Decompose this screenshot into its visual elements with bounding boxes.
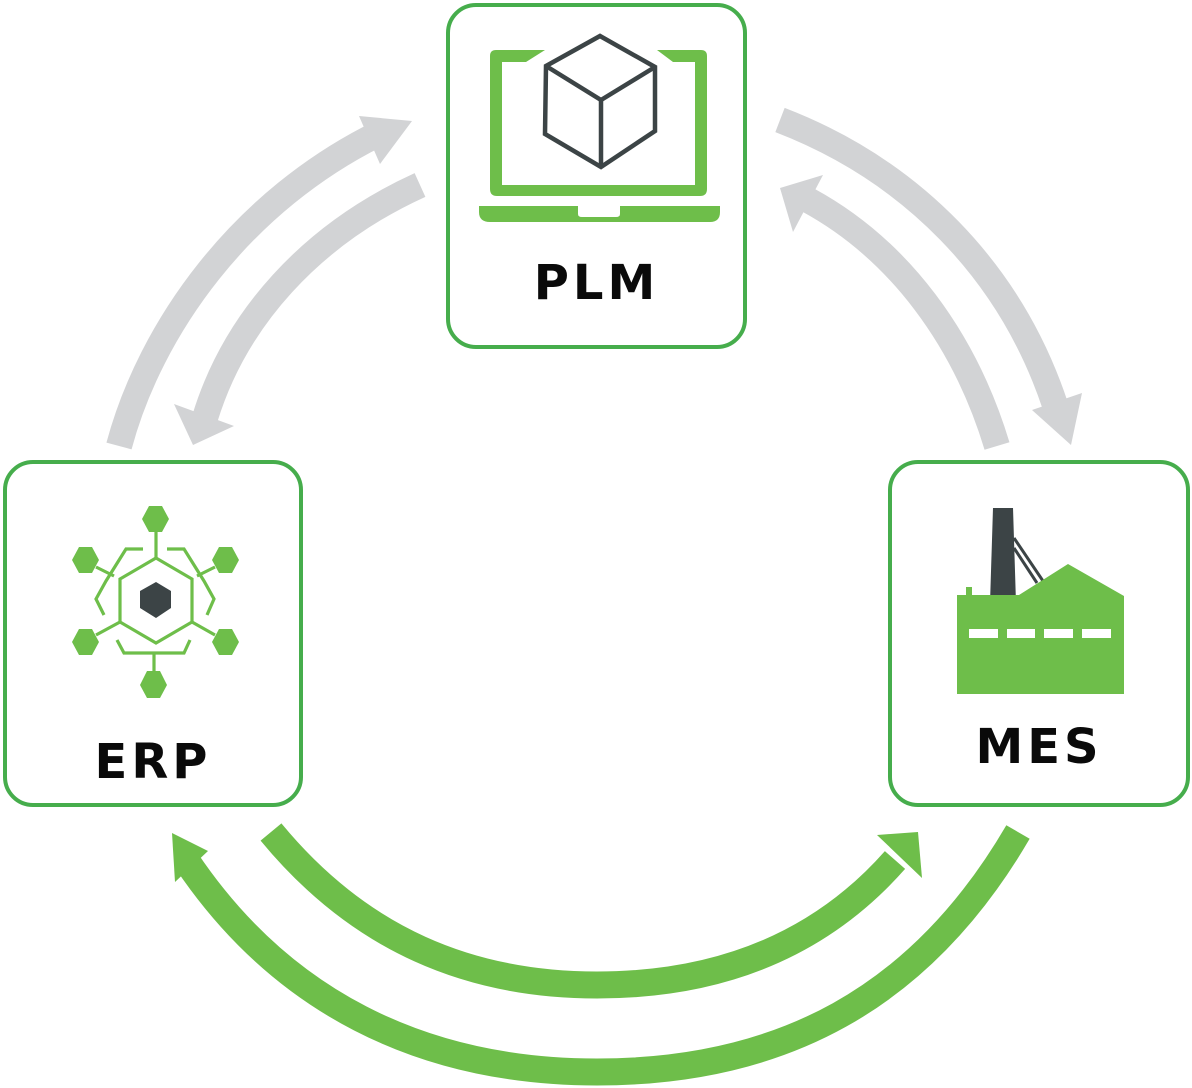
satellite-hexagon [142,506,169,532]
arrow-erp-to-plm [106,116,412,450]
mes-node[interactable]: MES [888,460,1190,807]
arrow-mes-to-plm [780,175,1010,450]
erp-node[interactable]: ERP [3,460,303,807]
mes-label: MES [975,719,1103,775]
factory-icon [957,508,1124,694]
plm-label: PLM [533,255,660,311]
arrow-plm-to-mes [775,107,1082,445]
arrow-erp-to-mes [260,823,922,999]
erp-label: ERP [94,734,212,790]
hexagon-network-icon [72,506,239,698]
arrow-mes-to-erp [172,825,1030,1086]
plm-node[interactable]: PLM [446,3,747,349]
laptop-cube-icon [479,33,720,222]
arrow-plm-to-erp [174,173,426,445]
